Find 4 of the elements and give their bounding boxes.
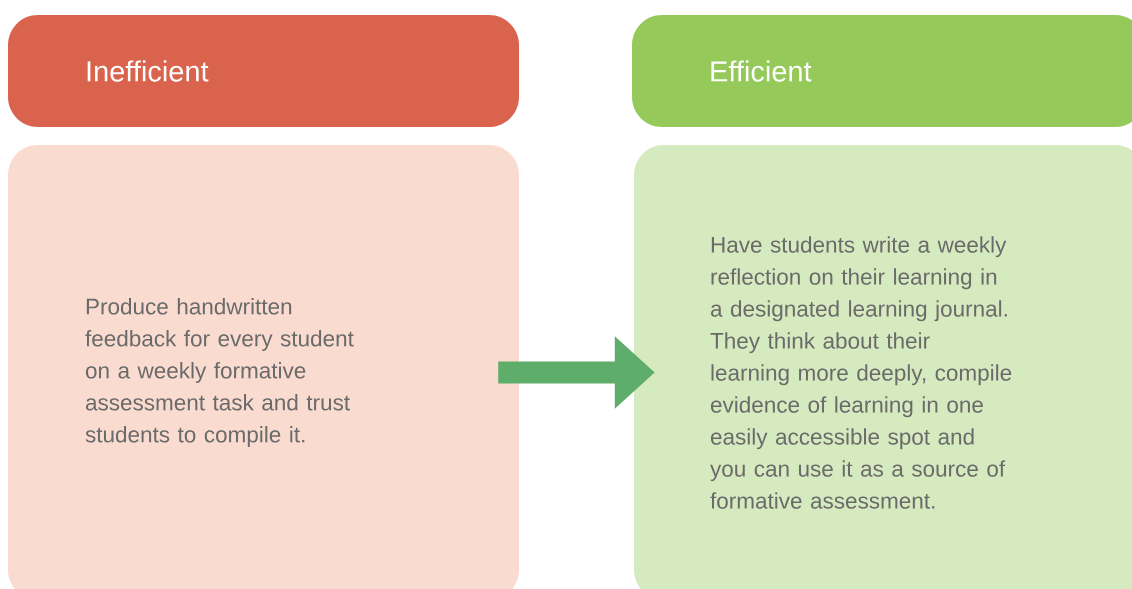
header-box: Efficient xyxy=(632,15,1132,127)
text-box: Have students write a weekly reflection on their learning in a designated learning journal. They think about their learning more deeply, compile evidence of learning in one easily accessible spot and you can use it as a source of formative assessment. xyxy=(634,145,1132,589)
text-box: Produce handwritten feedback for every student on a weekly formative assessment task and trust students to compile it. xyxy=(8,145,519,589)
header-box: Inefficient xyxy=(8,15,519,127)
